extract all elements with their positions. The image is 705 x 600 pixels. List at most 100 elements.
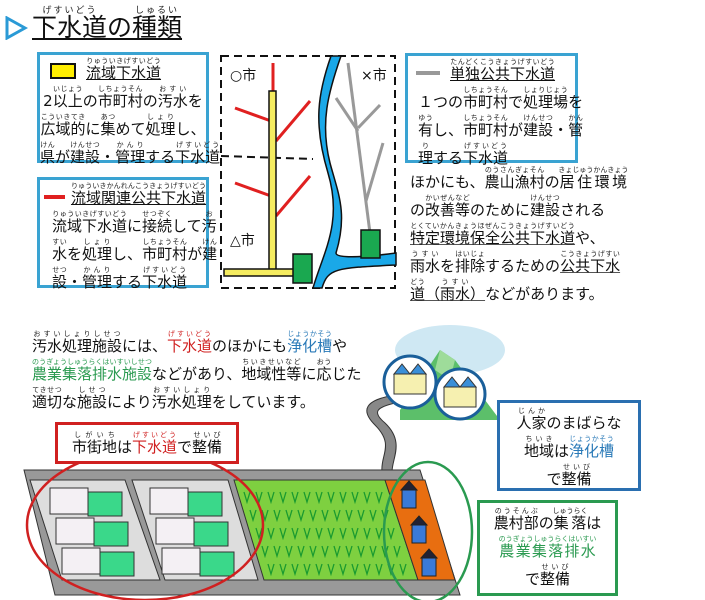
- rice-plant: [375, 527, 383, 541]
- urban-area-text: 市街地しがいちは下水道げすいどうで整備せいび: [58, 431, 236, 455]
- text-segment: は: [116, 438, 132, 456]
- text-segment: が: [187, 245, 203, 263]
- text-segment: 2: [43, 92, 53, 110]
- furigana: おすい: [157, 85, 188, 93]
- text-segment: を: [67, 245, 83, 263]
- rice-plant: [273, 545, 281, 559]
- text-segment: を: [440, 257, 456, 275]
- furigana: げすいどう: [463, 142, 509, 150]
- text-segment: が: [55, 148, 71, 166]
- text-segment: で: [508, 93, 524, 111]
- text-segment: で: [524, 570, 540, 588]
- text-segment: 下水道げすいどう: [175, 142, 220, 166]
- text-segment: 管理かんり: [115, 142, 145, 166]
- ruby-base: 接続: [142, 217, 173, 235]
- text-segment: する: [112, 273, 143, 291]
- rice-plant: [357, 509, 365, 523]
- furigana: けんせつ: [70, 141, 101, 149]
- furigana: けんせつ: [523, 114, 554, 122]
- text-segment: するための: [485, 257, 561, 275]
- text-segment: や、: [575, 229, 605, 247]
- rice-plant: [267, 491, 275, 505]
- rice-plant: [387, 527, 395, 541]
- ruby-base: 市町村: [142, 245, 188, 263]
- rice-plant: [321, 545, 329, 559]
- box-title: 単独公共下水道たんどくこうきょうげすいどう: [450, 58, 555, 82]
- ruby-base: 流域下水道: [52, 217, 128, 235]
- ruby-base: 居住環境: [558, 173, 629, 191]
- apartment-building: [93, 521, 129, 547]
- text-line: で整備せいび: [500, 463, 638, 487]
- text-segment: １つの: [418, 93, 464, 111]
- text-segment: 市町村しちょうそん: [463, 87, 508, 111]
- text-segment: や: [332, 337, 348, 355]
- text-line: の改善等かいぜんなどのために建設けんせつされる: [410, 194, 628, 218]
- rice-plant: [399, 563, 407, 577]
- text-segment: 整備せいび: [540, 564, 570, 588]
- treatment-plant-icon: [360, 229, 381, 259]
- furigana: けん: [40, 141, 56, 149]
- text-segment: 管理かんり: [82, 267, 113, 291]
- ruby-base: 整備: [192, 438, 223, 456]
- ruby-base: 農業集落排水: [498, 542, 597, 560]
- ruby-base: 有: [418, 121, 434, 139]
- furigana: じんか: [516, 407, 547, 415]
- furigana: こうきょうげすい: [560, 250, 621, 258]
- furigana: こういきてき: [40, 113, 86, 121]
- text-segment: 設せつ: [52, 267, 67, 291]
- rice-plant: [285, 545, 293, 559]
- text-segment: 理り: [418, 143, 433, 167]
- text-segment: 応おう: [316, 359, 331, 383]
- ruby-base: 流域下水道: [86, 64, 162, 82]
- furigana: しがいち: [71, 431, 117, 439]
- furigana: しゅうらく: [552, 507, 588, 515]
- treatment-facilities-paragraph: 汚水処理施設おすいしょりしせつには、下水道げすいどうのほかにも浄化槽じょうかそう…: [32, 326, 361, 410]
- text-segment: 居住環境きょじゅうかんきょう: [558, 167, 629, 191]
- triangle-right-icon: [5, 16, 28, 40]
- text-line: 市街地しがいちは下水道げすいどうで整備せいび: [58, 431, 236, 455]
- ruby-base: 雨水: [440, 285, 471, 303]
- winding-road: [366, 394, 401, 473]
- text-segment: 汚水処理施設おすいしょりしせつ: [32, 331, 122, 355]
- rice-plant: [261, 509, 269, 523]
- rural-house-roof: [409, 515, 429, 526]
- text-segment: の: [142, 92, 158, 110]
- ruby-base: 管理: [82, 273, 113, 291]
- rice-plant: [339, 491, 347, 505]
- text-segment: 改善等かいぜんなど: [425, 195, 470, 219]
- text-segment: （: [425, 285, 441, 303]
- text-segment: 処理場しょりじょう: [523, 87, 568, 111]
- furigana: たんどくこうきょうげすいどう: [450, 58, 555, 66]
- red-legend-line: [44, 195, 65, 199]
- rice-plant: [291, 491, 299, 505]
- ruby-base: 処理: [82, 245, 113, 263]
- text-segment: 農業集落排水施設のうぎょうしゅうらくはいすいしせつ: [32, 359, 152, 383]
- rural-area-circle: [382, 460, 474, 600]
- apartment-building: [55, 517, 95, 545]
- text-line: 農業集落排水施設のうぎょうしゅうらくはいすいしせつなどがあり、地域性等ちいきせい…: [32, 358, 361, 382]
- furigana: ちいき: [523, 435, 554, 443]
- ruby-base: 浄化槽: [287, 337, 333, 355]
- ruby-base: 整備: [561, 470, 592, 488]
- city-boundary-line: [220, 155, 314, 160]
- ruby-base: 広域的: [40, 120, 86, 138]
- text-segment: の: [410, 201, 426, 219]
- ruby-base: 水: [52, 245, 68, 263]
- ruby-base: 汚: [201, 217, 217, 235]
- ruby-base: 集: [100, 120, 116, 138]
- text-segment: 接続せつぞく: [142, 211, 173, 235]
- furigana: のうさんぎょそん: [484, 166, 545, 174]
- furigana: しちょうそん: [97, 85, 143, 93]
- furigana: げすいどう: [131, 431, 177, 439]
- text-segment: 処理しょり: [82, 239, 113, 263]
- ruby-base: 市町村: [463, 121, 509, 139]
- text-segment: 広域的こういきてき: [40, 114, 86, 138]
- text-segment: ・: [67, 273, 83, 291]
- text-segment: の: [544, 173, 560, 191]
- text-segment: 排除はいじょ: [455, 251, 485, 275]
- rice-plant: [285, 509, 293, 523]
- rice-plant: [363, 563, 371, 577]
- text-segment: ）: [470, 285, 486, 303]
- text-segment: は: [553, 442, 569, 460]
